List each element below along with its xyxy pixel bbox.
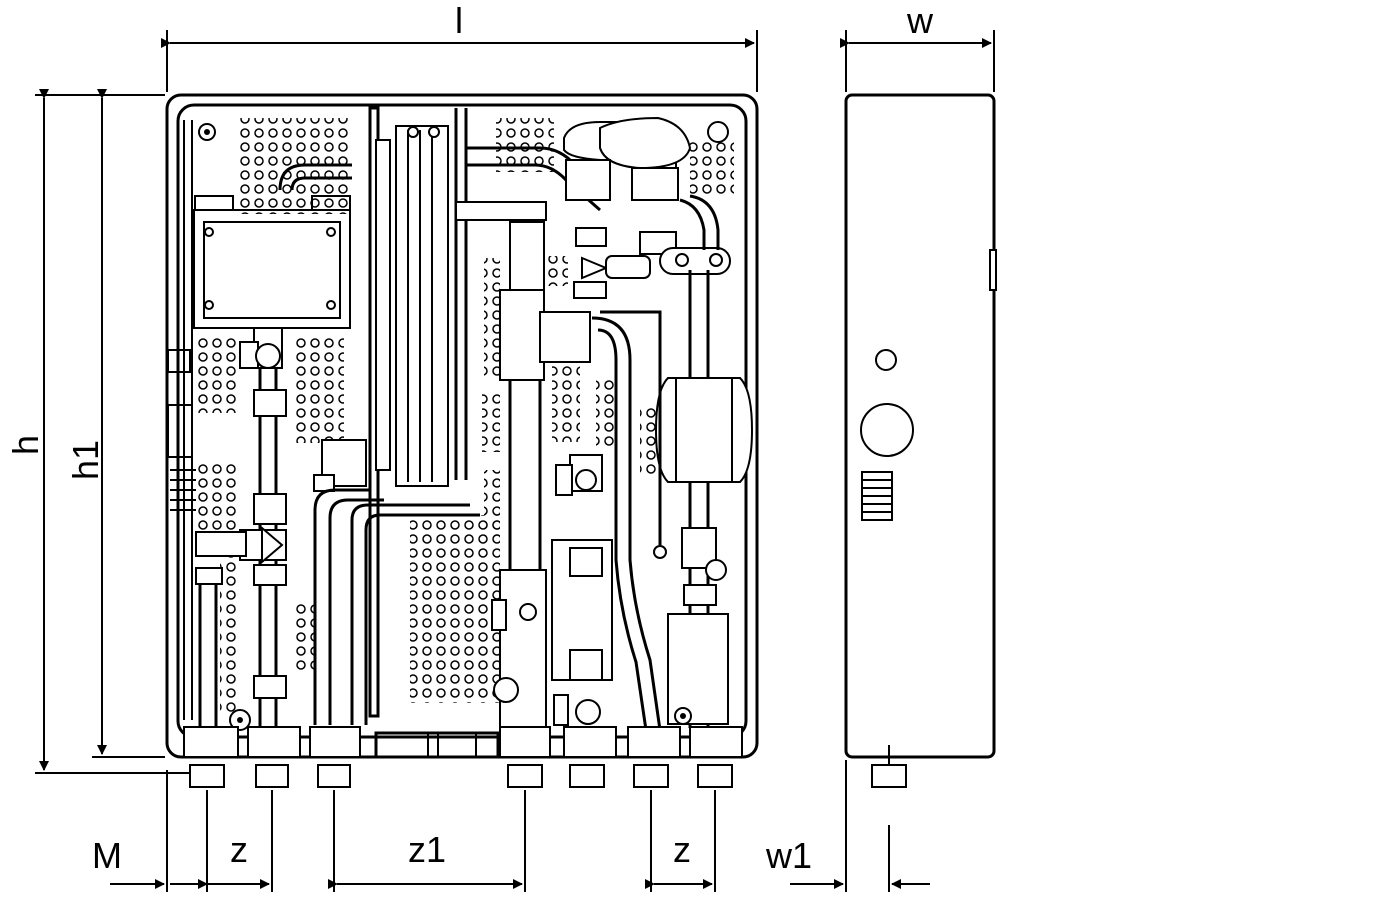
label-h1: h1 bbox=[65, 440, 106, 480]
dimensions bbox=[35, 30, 995, 892]
left-pipes bbox=[195, 327, 287, 731]
bottom-manifold bbox=[183, 726, 743, 759]
side-view bbox=[844, 93, 997, 788]
control-unit bbox=[193, 123, 351, 329]
label-z-right: z bbox=[673, 829, 691, 870]
connection-stubs bbox=[189, 764, 733, 788]
label-z-left: z bbox=[230, 829, 248, 870]
pump-assembly bbox=[455, 116, 754, 733]
label-w: w bbox=[906, 0, 934, 41]
side-connection-stub bbox=[871, 764, 907, 788]
side-bracket bbox=[167, 120, 196, 720]
vent-grille bbox=[861, 471, 893, 521]
front-view bbox=[165, 93, 759, 788]
heat-exchanger bbox=[313, 106, 468, 718]
large-port bbox=[860, 403, 914, 457]
label-h: h bbox=[5, 435, 46, 455]
small-port bbox=[875, 349, 897, 371]
label-z1: z1 bbox=[408, 829, 446, 870]
label-l: l bbox=[455, 0, 463, 41]
side-housing bbox=[844, 93, 996, 759]
connection-pipes bbox=[278, 163, 480, 725]
label-w1: w1 bbox=[765, 835, 812, 876]
label-M: M bbox=[92, 835, 122, 876]
